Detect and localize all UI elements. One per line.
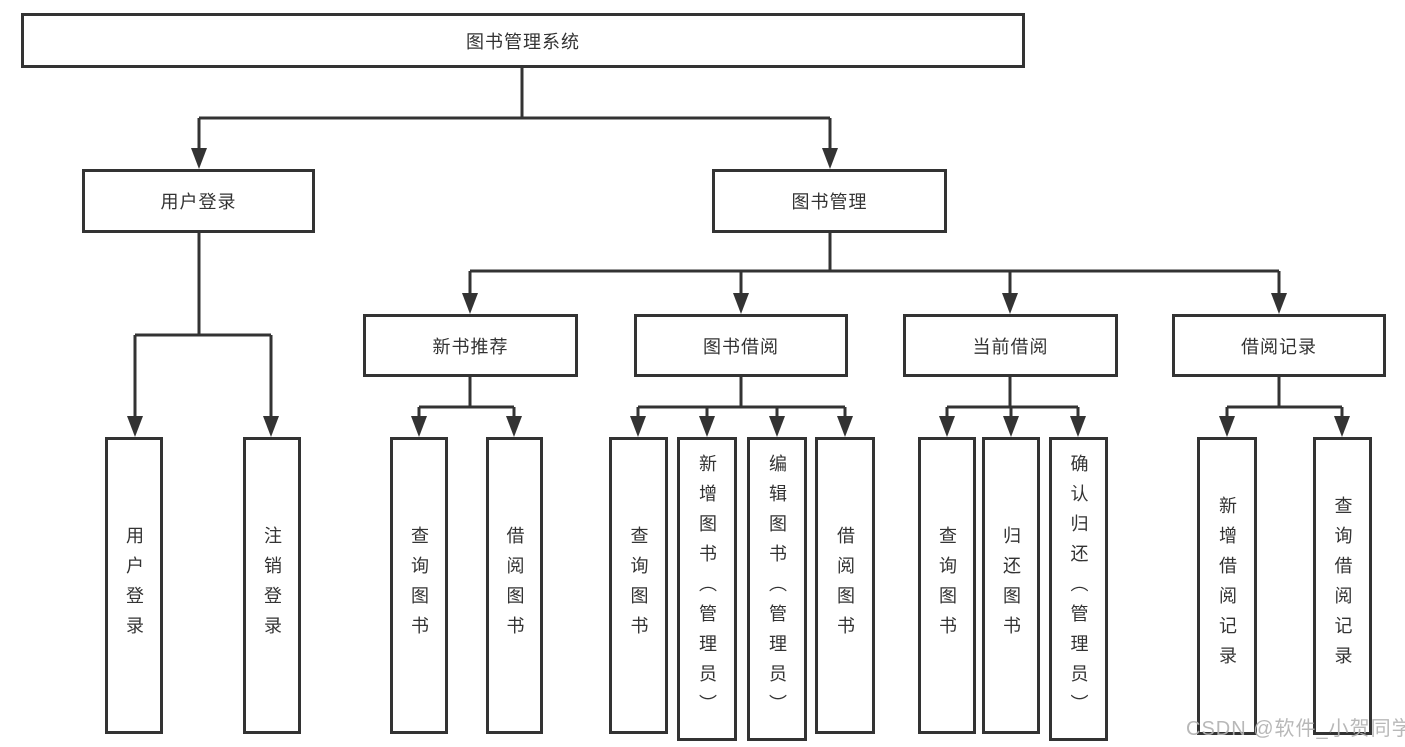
leaf-confirm-return-admin: 确认归还（管理员）	[1049, 437, 1108, 741]
node-current-borrow: 当前借阅	[903, 314, 1118, 377]
node-borrow-records: 借阅记录	[1172, 314, 1386, 377]
leaf-query-books-borrow: 查询图书	[609, 437, 668, 734]
node-root-system: 图书管理系统	[21, 13, 1025, 68]
leaf-label: 归还图书	[1001, 525, 1021, 646]
leaf-label: 确认归还（管理员）	[1068, 454, 1089, 724]
leaf-label: 注销登录	[262, 525, 282, 646]
node-label: 图书借阅	[703, 336, 779, 357]
leaf-label: 查询借阅记录	[1332, 496, 1353, 676]
leaf-label: 查询图书	[937, 525, 957, 646]
leaf-label: 新增借阅记录	[1217, 496, 1237, 676]
leaf-label: 查询图书	[628, 525, 649, 646]
leaf-label: 编辑图书（管理员）	[767, 454, 787, 724]
node-label: 当前借阅	[972, 336, 1049, 357]
leaf-label: 查询图书	[409, 525, 429, 646]
node-new-book-recommend: 新书推荐	[363, 314, 578, 377]
leaf-borrow-books: 借阅图书	[815, 437, 875, 734]
leaf-logout: 注销登录	[243, 437, 301, 734]
node-label: 新书推荐	[432, 336, 509, 357]
leaf-add-borrow-record: 新增借阅记录	[1197, 437, 1257, 735]
node-label: 用户登录	[160, 192, 237, 212]
leaf-query-books-recommend: 查询图书	[390, 437, 448, 734]
leaf-label: 用户登录	[124, 525, 144, 646]
watermark: CSDN @软件_小贺同学	[1186, 718, 1405, 740]
node-book-borrow: 图书借阅	[634, 314, 848, 377]
node-book-management: 图书管理	[712, 169, 947, 233]
leaf-label: 借阅图书	[504, 525, 525, 646]
leaf-borrow-books-recommend: 借阅图书	[486, 437, 543, 734]
leaf-query-borrow-record: 查询借阅记录	[1313, 437, 1372, 735]
node-label: 图书管理系统	[466, 31, 580, 52]
leaf-add-book-admin: 新增图书（管理员）	[677, 437, 737, 741]
arrowheads	[127, 148, 1350, 437]
leaf-user-login: 用户登录	[105, 437, 163, 734]
leaf-label: 新增图书（管理员）	[697, 454, 717, 724]
leaf-edit-book-admin: 编辑图书（管理员）	[747, 437, 807, 741]
node-user-login: 用户登录	[82, 169, 315, 233]
node-label: 图书管理	[791, 192, 868, 212]
leaf-return-book: 归还图书	[982, 437, 1040, 734]
leaf-label: 借阅图书	[835, 525, 855, 646]
leaf-query-books-current: 查询图书	[918, 437, 976, 734]
node-label: 借阅记录	[1241, 336, 1317, 357]
